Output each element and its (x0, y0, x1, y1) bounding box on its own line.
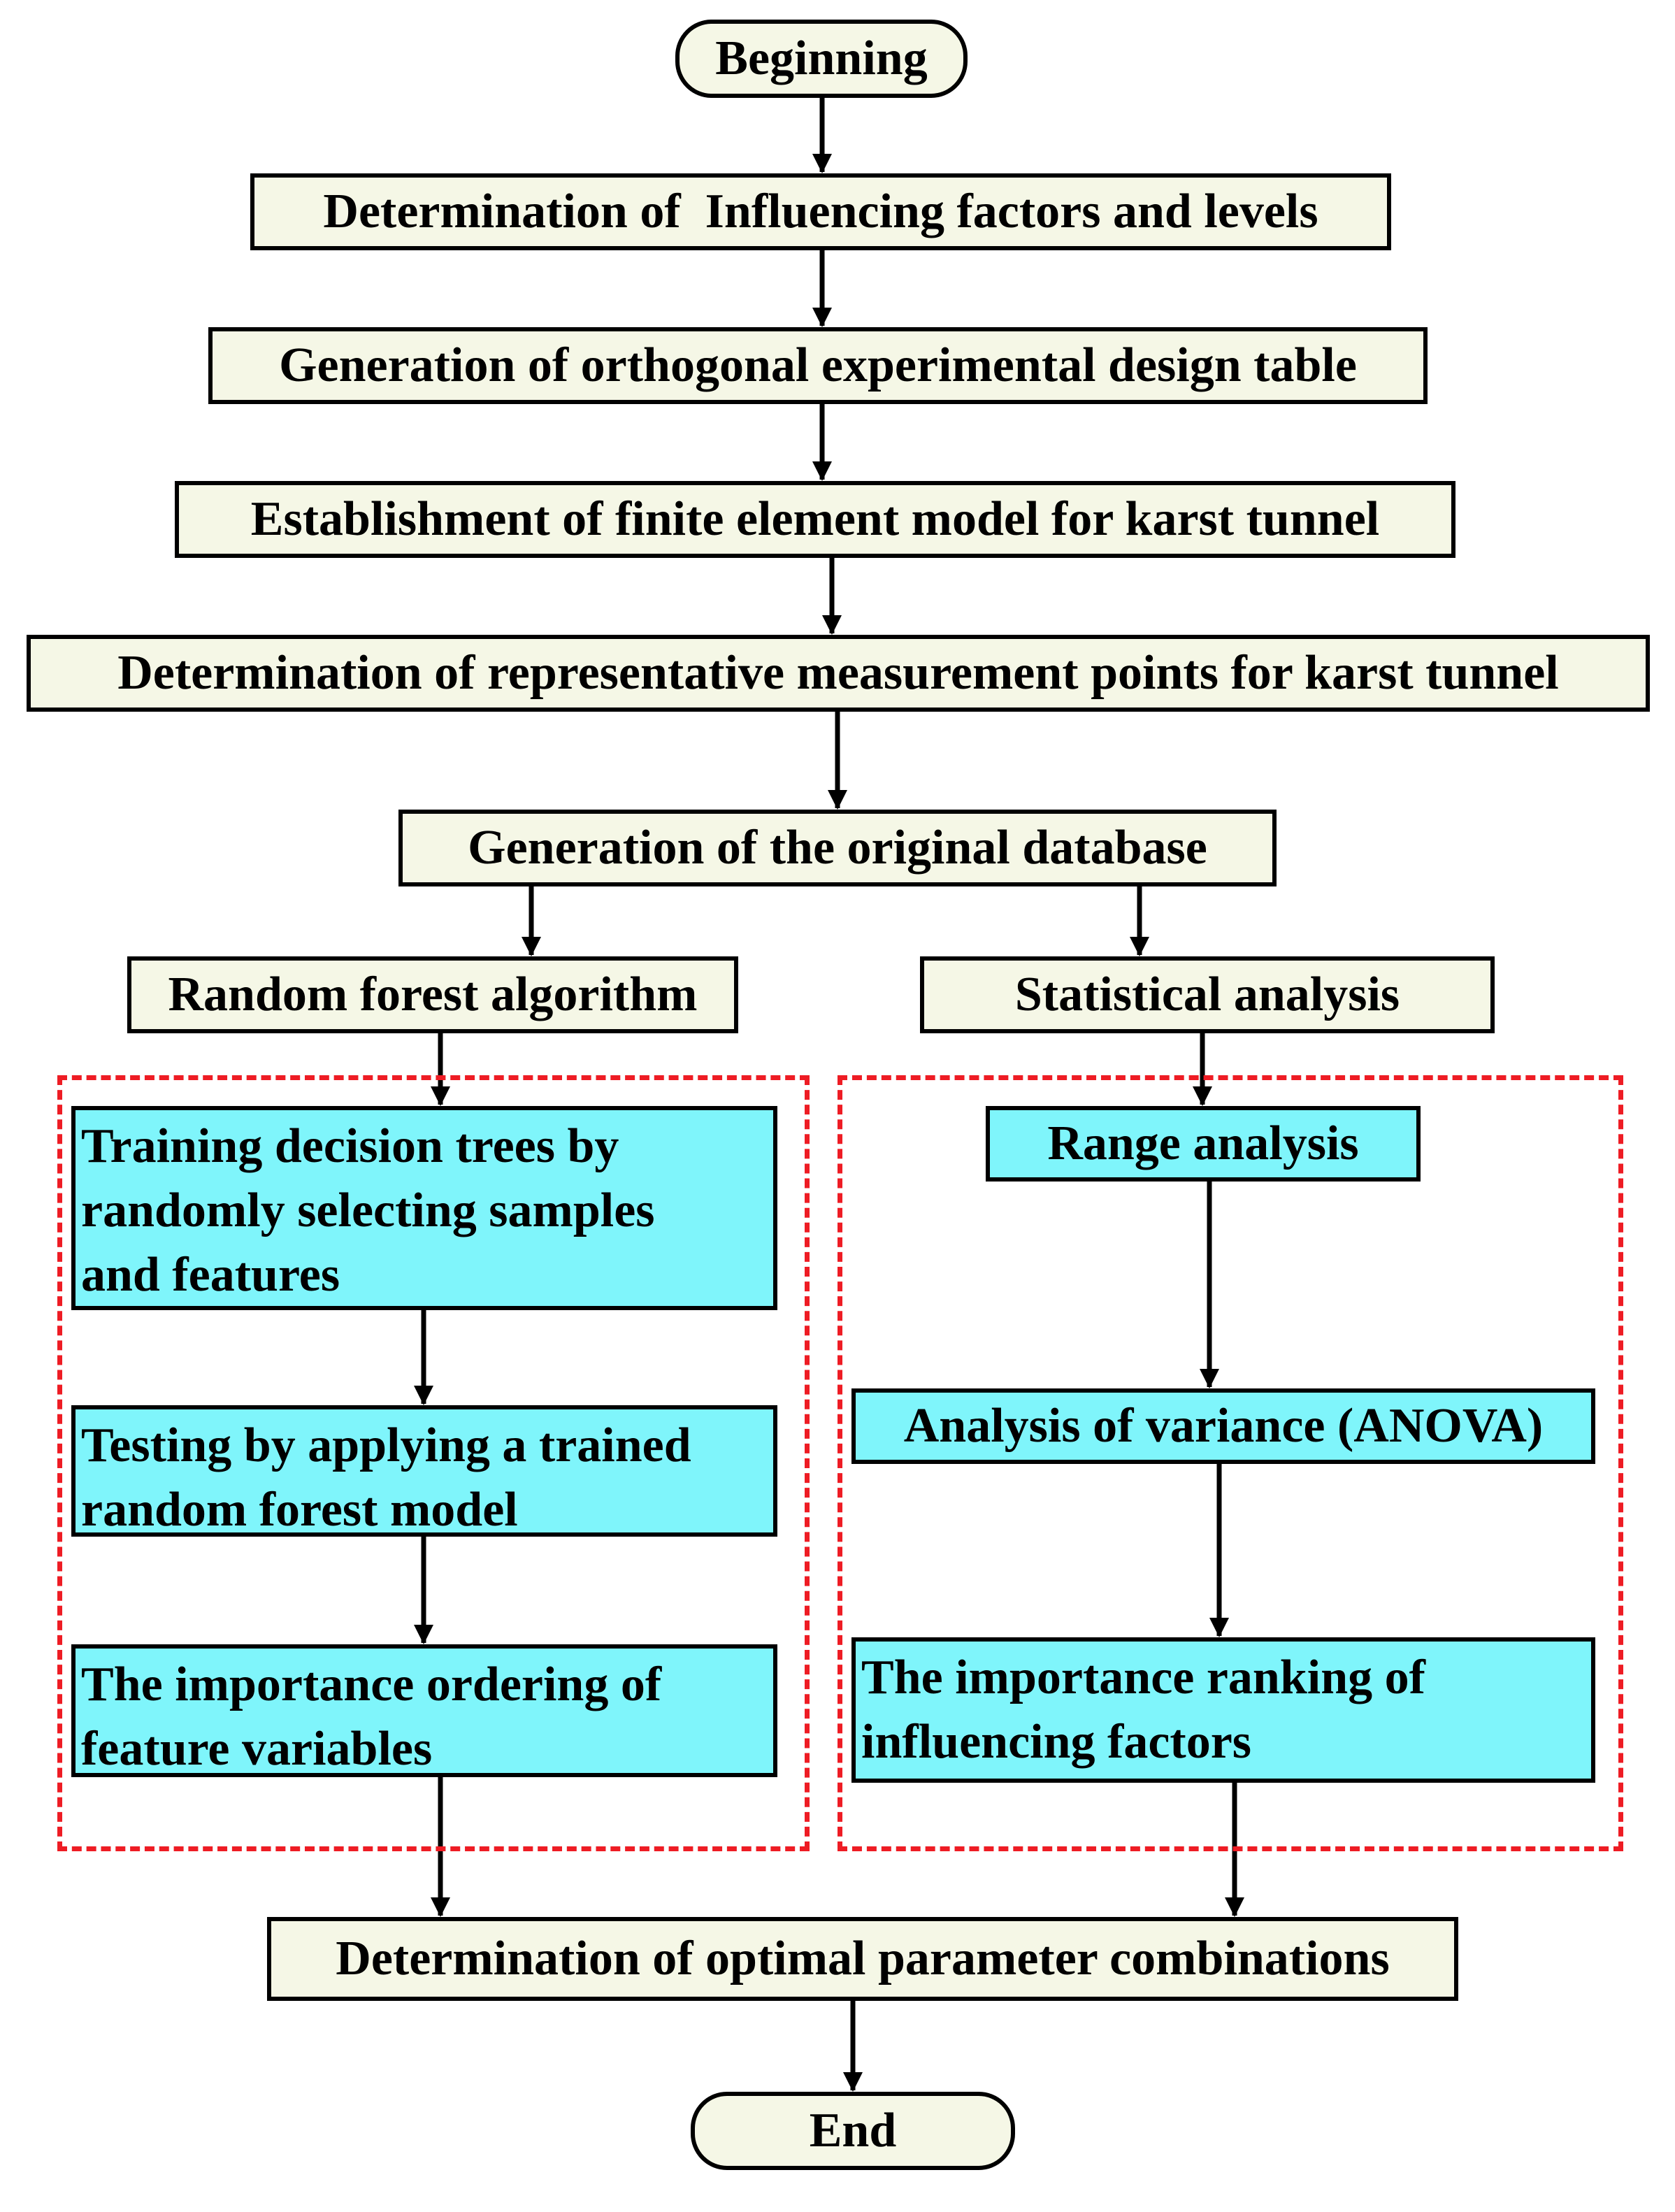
rf-importance-line-2: feature variables (81, 1722, 433, 1776)
arrowhead (812, 154, 832, 173)
rf-testing-step: Testing by applying a trained random for… (71, 1405, 777, 1537)
rf-training-line-3: and features (81, 1248, 340, 1302)
arrowhead (414, 1386, 433, 1405)
step-influencing-factors: Determination of Influencing factors and… (250, 173, 1391, 250)
factor-ranking-line-2: influencing factors (861, 1715, 1252, 1769)
range-analysis-step: Range analysis (986, 1106, 1421, 1182)
rf-importance-ordering-step: The importance ordering of feature varia… (71, 1644, 777, 1777)
arrowhead (843, 2072, 863, 2092)
step-orthogonal-design: Generation of orthogonal experimental de… (208, 327, 1428, 404)
arrowhead (414, 1625, 433, 1644)
statistical-analysis-title-label: Statistical analysis (1014, 968, 1400, 1021)
start-node-label: Beginning (715, 31, 928, 85)
random-forest-title: Random forest algorithm (127, 956, 738, 1033)
step-measurement-points: Determination of representative measurem… (27, 635, 1650, 712)
start-node: Beginning (675, 20, 968, 98)
step-optimal-combinations: Determination of optimal parameter combi… (267, 1917, 1458, 2001)
step-finite-element-model-label: Establishment of finite element model fo… (250, 492, 1380, 546)
arrowhead (822, 615, 842, 635)
arrowhead (1209, 1618, 1229, 1637)
rf-testing-line-2: random forest model (81, 1483, 518, 1537)
step-orthogonal-design-label: Generation of orthogonal experimental de… (279, 338, 1357, 392)
rf-training-step: Training decision trees by randomly sele… (71, 1106, 777, 1310)
anova-step: Analysis of variance (ANOVA) (851, 1388, 1595, 1464)
arrowhead (1130, 937, 1149, 956)
step-original-database-label: Generation of the original database (468, 821, 1207, 875)
anova-label: Analysis of variance (ANOVA) (903, 1399, 1544, 1453)
arrowhead (828, 790, 847, 810)
arrowhead (1225, 1897, 1244, 1917)
statistical-analysis-title: Statistical analysis (920, 956, 1495, 1033)
step-optimal-combinations-label: Determination of optimal parameter combi… (336, 1932, 1390, 1985)
step-original-database: Generation of the original database (398, 810, 1277, 886)
range-analysis-label: Range analysis (1047, 1116, 1359, 1170)
step-finite-element-model: Establishment of finite element model fo… (175, 481, 1455, 558)
arrowhead (1193, 1086, 1212, 1106)
arrowhead (522, 937, 541, 956)
step-influencing-factors-label: Determination of Influencing factors and… (323, 185, 1318, 238)
factor-ranking-line-1: The importance ranking of (861, 1651, 1425, 1704)
rf-testing-line-1: Testing by applying a trained (81, 1419, 691, 1472)
step-measurement-points-label: Determination of representative measurem… (117, 646, 1559, 700)
rf-training-line-2: randomly selecting samples (81, 1184, 655, 1237)
arrowhead (1200, 1369, 1219, 1388)
end-node-label: End (809, 2104, 897, 2157)
arrowhead (812, 308, 832, 327)
arrowhead (812, 461, 832, 481)
end-node: End (691, 2092, 1015, 2170)
random-forest-title-label: Random forest algorithm (168, 968, 698, 1021)
rf-training-line-1: Training decision trees by (81, 1119, 619, 1173)
arrowhead (431, 1897, 450, 1917)
rf-importance-line-1: The importance ordering of (81, 1658, 662, 1711)
statistical-analysis-group-frame (838, 1075, 1623, 1851)
factor-ranking-step: The importance ranking of influencing fa… (851, 1637, 1595, 1783)
arrowhead (431, 1086, 450, 1106)
random-forest-group-frame (57, 1075, 810, 1851)
